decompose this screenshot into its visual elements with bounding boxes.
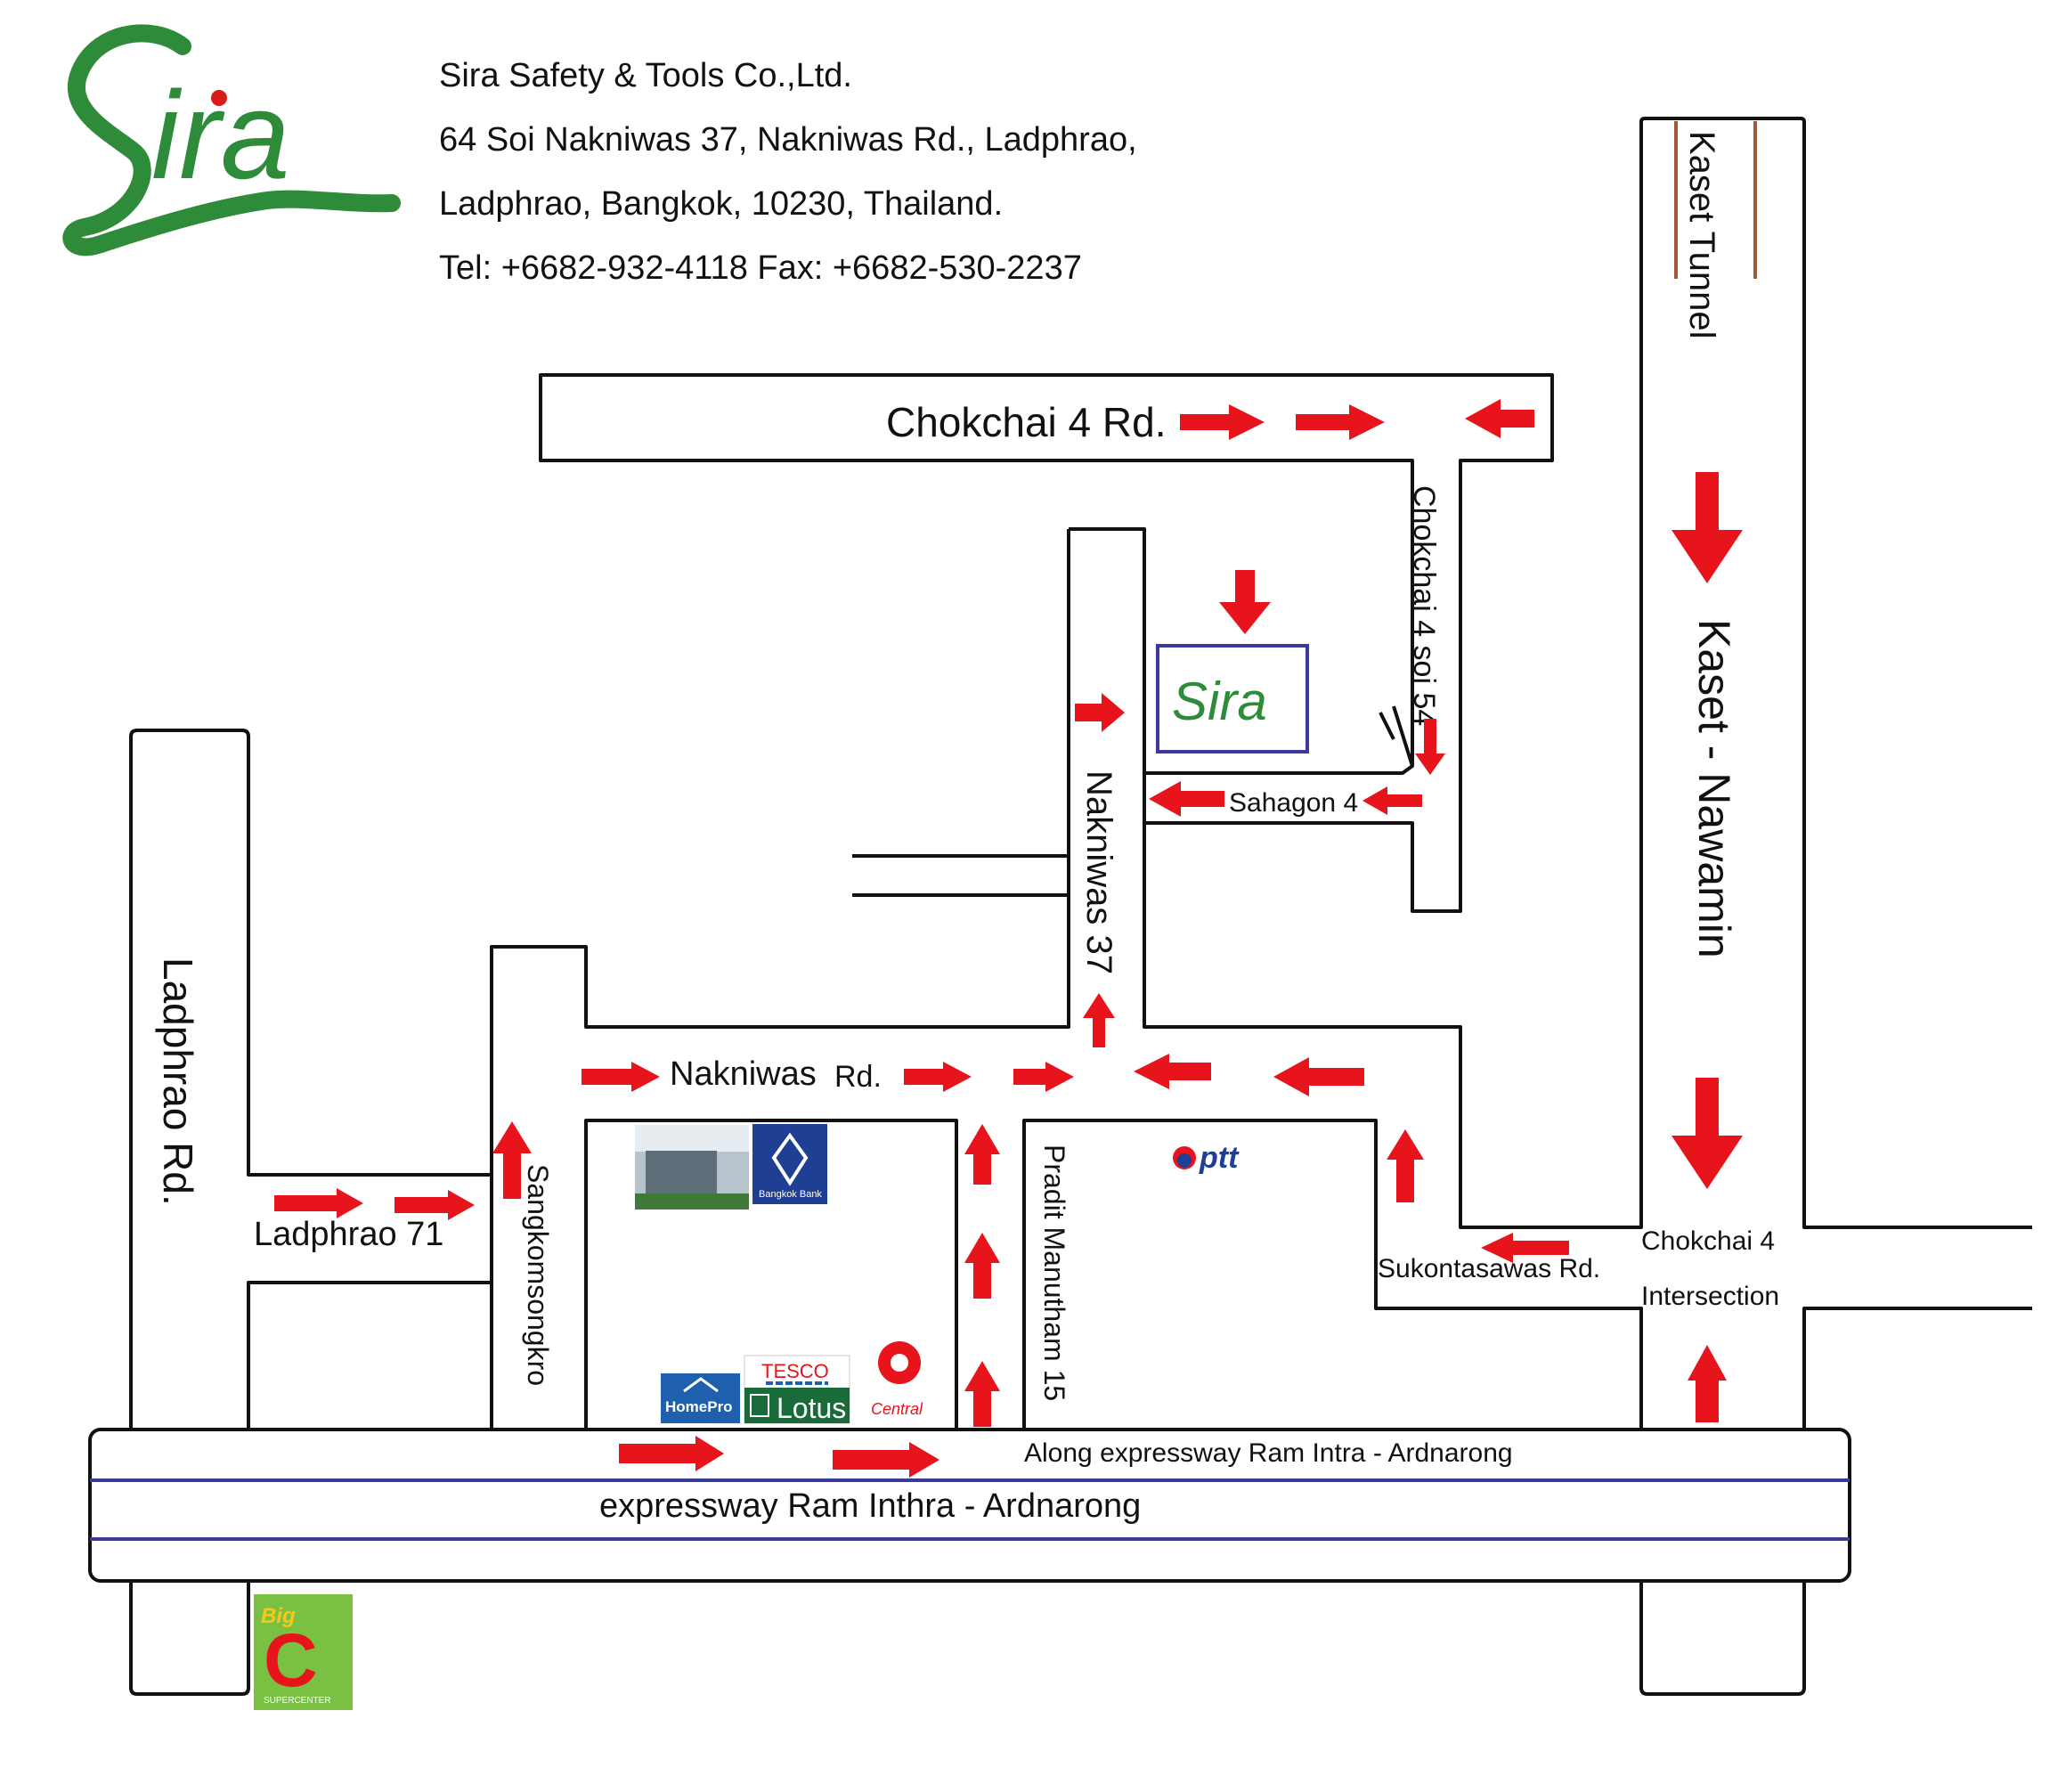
label-sahagon4: Sahagon 4: [1229, 788, 1358, 818]
bigc-bg: [254, 1594, 353, 1710]
arrow-nakniwas-east-2: [904, 1062, 972, 1092]
office-building-photo: [635, 1125, 749, 1210]
arrow-kaset-down-1: [1672, 472, 1743, 583]
arrow-nakniwas-west-2: [1273, 1057, 1364, 1096]
contact-line: Tel: +6682-932-4118 Fax: +6682-530-2237: [439, 249, 1082, 287]
address-line-2: Ladphrao, Bangkok, 10230, Thailand.: [439, 185, 1004, 223]
building-greenery: [635, 1193, 749, 1210]
label-chokchai4-soi54: Chokchai 4 soi 54: [1407, 485, 1441, 726]
label-nakniwas37: Nakniwas 37: [1079, 770, 1118, 974]
arrow-kaset-down-2: [1672, 1078, 1743, 1189]
label-expressway: expressway Ram Inthra - Ardnarong: [599, 1487, 1141, 1525]
arrow-shops-up-1: [964, 1124, 1000, 1185]
sira-destination: Sira: [1156, 644, 1309, 753]
building-sky: [635, 1125, 749, 1152]
sira-box: [1156, 644, 1309, 753]
arrow-sahagon-west-2: [1149, 781, 1224, 817]
road-outlines: [88, 117, 2032, 1696]
label-along-expressway: Along expressway Ram Intra - Ardnarong: [1024, 1438, 1513, 1468]
gate-mark-1: [1379, 712, 1395, 740]
central-mark-inner: [891, 1354, 908, 1372]
arrow-ladphrao71-east-2: [394, 1190, 475, 1220]
building-facade: [646, 1151, 717, 1195]
label-kaset-nawamin: Kaset - Nawamin: [1689, 619, 1739, 958]
ladphrao-rd-north: [129, 729, 493, 1430]
arrow-chokchai-east-2: [1296, 404, 1385, 440]
bangkok-bank-mark: [771, 1132, 809, 1186]
label-chokchai4-rd: Chokchai 4 Rd.: [886, 399, 1167, 445]
arrow-shops-up-2: [964, 1233, 1000, 1299]
lotus-text: Lotus: [777, 1392, 846, 1424]
arrow-kaset-up: [1688, 1345, 1727, 1422]
ladphrao-south: [129, 1581, 250, 1696]
label-intersection-line1: Chokchai 4: [1641, 1226, 1775, 1256]
bangkok-bank-text: Bangkok Bank: [759, 1189, 822, 1200]
kaset-south-east: [1802, 1307, 2032, 1430]
homepro-roof: [683, 1377, 719, 1393]
arrow-expressway-east-2: [833, 1442, 939, 1478]
ptt-logo: ptt: [1173, 1141, 1240, 1175]
tesco-text: TESCO: [761, 1360, 829, 1382]
homepro-text: HomePro: [665, 1398, 733, 1415]
arrow-nakniwas-east-1: [582, 1062, 660, 1092]
tesco-lotus-logo: TESCO Lotus: [744, 1355, 850, 1424]
nakniwas37-right-top: [1069, 527, 1146, 773]
label-ladphrao-rd: Ladphrao Rd.: [155, 957, 201, 1206]
nakniwas37-left: [490, 529, 1070, 1430]
arrow-nakniwas-west-1: [1134, 1054, 1211, 1089]
nakniwas37-right-low: [1143, 823, 1175, 1029]
bigc-logo: Big C SUPERCENTER: [254, 1594, 353, 1710]
lotus-mark: [750, 1394, 769, 1417]
central-logo: Central: [871, 1341, 923, 1418]
label-nakniwas-rd-name: Nakniwas: [670, 1055, 817, 1093]
arrow-pradit-up: [1387, 1129, 1424, 1202]
bigc-sub-text: SUPERCENTER: [264, 1696, 331, 1706]
company-logo: ira: [62, 24, 401, 257]
block-ladphrao71: [247, 1281, 493, 1431]
arrow-into-nakniwas37: [1075, 693, 1125, 732]
logo-dot: [211, 90, 227, 106]
logo-swash: [62, 24, 401, 257]
arrow-down-to-sira: [1219, 570, 1271, 634]
sira-box-text: Sira: [1172, 672, 1267, 731]
central-text: Central: [871, 1400, 923, 1418]
ptt-drop: [1177, 1153, 1192, 1168]
arrow-sukontasawas-west: [1481, 1233, 1569, 1263]
logo-text: ira: [151, 65, 290, 205]
arrow-shops-up-3: [964, 1361, 1000, 1427]
company-name: Sira Safety & Tools Co.,Ltd.: [439, 57, 852, 94]
homepro-logo: HomePro: [661, 1373, 740, 1423]
label-intersection-line2: Intersection: [1641, 1282, 1779, 1311]
arrow-nakniwas-east-3: [1013, 1062, 1074, 1092]
direction-arrows: [274, 399, 1743, 1478]
label-ladphrao71: Ladphrao 71: [254, 1216, 443, 1253]
arrow-sahagon-west-1: [1362, 786, 1422, 815]
arrow-soi54-down: [1415, 719, 1445, 775]
arrow-nakniwas37-up: [1083, 993, 1115, 1047]
homepro-bg: [661, 1373, 740, 1423]
bangkok-bank-logo: Bangkok Bank: [752, 1124, 827, 1204]
ptt-text: ptt: [1199, 1141, 1240, 1175]
label-nakniwas-rd-suffix: Rd.: [834, 1060, 882, 1094]
nakniwas-rd-east: [1175, 117, 2032, 1229]
arrow-sangkom-up: [492, 1121, 532, 1199]
label-sangkomsongkro: Sangkomsongkro: [522, 1164, 554, 1386]
kaset-south: [1639, 1581, 1806, 1696]
address-line-1: 64 Soi Nakniwas 37, Nakniwas Rd., Ladphr…: [439, 121, 1137, 159]
chokchai4-road: [539, 373, 1554, 913]
arrow-chokchai-east-1: [1180, 404, 1265, 440]
label-pradit-manutham: Pradit Manutham 15: [1038, 1144, 1070, 1401]
arrow-ladphrao71-east-1: [274, 1188, 363, 1218]
label-sukontasawas: Sukontasawas Rd.: [1378, 1254, 1600, 1283]
gate-mark-2: [1392, 705, 1414, 767]
lotus-bg: [744, 1388, 850, 1423]
bigc-top-text: Big: [261, 1604, 296, 1628]
bigc-letter: C: [264, 1618, 318, 1702]
label-kaset-tunnel: Kaset Tunnel: [1682, 131, 1721, 339]
arrow-expressway-east-1: [619, 1436, 724, 1471]
expressway-outline: [88, 1428, 1851, 1583]
arrow-chokchai-west: [1465, 399, 1534, 438]
